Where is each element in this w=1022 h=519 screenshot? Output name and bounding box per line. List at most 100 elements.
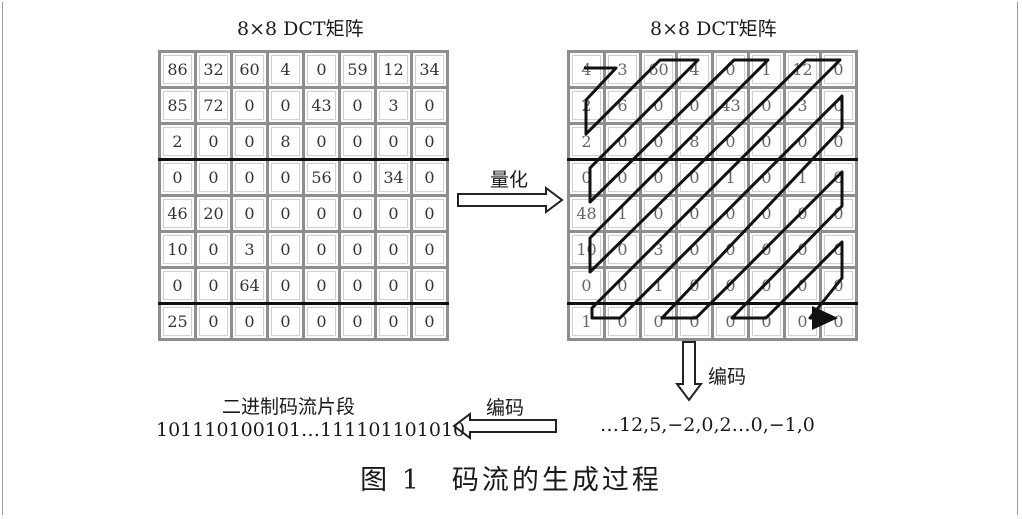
left-matrix-cell-value: 0 [235,127,264,156]
right-matrix-cell: 3 [783,86,822,125]
left-matrix-cell: 3 [374,86,413,125]
right-matrix-cell-value: 0 [788,127,817,156]
left-matrix-cell: 0 [338,122,377,161]
right-matrix-cell-value: 0 [608,307,637,336]
right-matrix-cell-value: 0 [752,271,781,300]
left-matrix-cell-value: 0 [271,199,300,228]
right-matrix-cell-value: 0 [788,235,817,264]
right-matrix-cell-value: 1 [572,307,601,336]
left-matrix-cell: 0 [338,230,377,269]
left-matrix-cell: 0 [266,86,305,125]
left-matrix-cell-value: 46 [163,199,192,228]
right-matrix-cell-value: 0 [752,163,781,192]
right-matrix-title: 8×8 DCT矩阵 [650,18,777,40]
left-matrix-cell: 0 [338,194,377,233]
right-matrix-cell-value: 0 [572,163,601,192]
left-matrix-cell: 0 [302,302,341,341]
left-matrix-cell: 0 [410,194,449,233]
left-matrix-cell-value: 34 [415,55,444,84]
right-matrix-cell-value: 0 [716,199,745,228]
left-matrix-cell: 0 [194,122,233,161]
right-matrix-cell-value: 0 [716,127,745,156]
left-matrix-cell: 0 [266,230,305,269]
left-matrix-cell-value: 0 [271,91,300,120]
left-matrix-cell: 0 [410,230,449,269]
right-matrix-cell: 1 [567,302,606,341]
right-matrix-cell: 48 [567,194,606,233]
encode-down-arrow [675,341,703,402]
left-matrix-cell-value: 8 [271,127,300,156]
left-matrix-cell: 34 [410,50,449,89]
right-matrix-cell: 0 [747,194,786,233]
left-matrix-cell: 0 [374,230,413,269]
left-matrix-cell: 0 [302,122,341,161]
left-matrix-cell: 32 [194,50,233,89]
right-matrix-cell: 0 [603,266,642,305]
right-matrix-cell: 0 [747,158,786,197]
right-matrix-cell: 0 [639,158,678,197]
right-matrix-cell: 60 [639,50,678,89]
left-matrix-cell: 85 [158,86,197,125]
left-matrix-cell-value: 0 [415,127,444,156]
left-matrix-cell-value: 86 [163,55,192,84]
left-matrix-cell-value: 0 [307,271,336,300]
left-matrix-cell-value: 0 [379,307,408,336]
left-matrix-cell-value: 0 [343,127,372,156]
right-matrix-cell: 0 [639,194,678,233]
right-matrix-cell: 0 [747,122,786,161]
left-matrix-cell: 0 [374,266,413,305]
right-matrix-cell: 8 [675,122,714,161]
left-matrix-cell: 43 [302,86,341,125]
left-matrix-title: 8×8 DCT矩阵 [237,18,364,40]
right-matrix-cell: 0 [639,86,678,125]
left-matrix-cell-value: 0 [343,91,372,120]
left-matrix-cell-value: 0 [379,235,408,264]
right-matrix-cell: 0 [567,158,606,197]
left-matrix-cell-value: 0 [235,199,264,228]
right-matrix-cell: 0 [783,230,822,269]
left-matrix-cell-value: 0 [379,199,408,228]
left-matrix-cell-value: 0 [415,199,444,228]
left-matrix-cell: 0 [410,302,449,341]
left-matrix-cell-value: 0 [415,163,444,192]
right-matrix-cell: 10 [567,230,606,269]
left-matrix-cell: 0 [374,122,413,161]
encode-down-label: 编码 [708,366,747,388]
left-matrix-cell-value: 0 [343,307,372,336]
left-matrix-cell: 0 [230,302,269,341]
right-matrix-cell-value: 0 [788,271,817,300]
left-matrix-cell: 0 [230,194,269,233]
right-matrix-cell-value: 0 [644,127,673,156]
left-matrix-cell-value: 3 [379,91,408,120]
left-matrix-cell: 56 [302,158,341,197]
left-matrix-cell: 0 [374,194,413,233]
left-matrix-cell-value: 0 [415,235,444,264]
left-matrix-cell: 0 [194,302,233,341]
left-matrix-cell-value: 12 [379,55,408,84]
right-matrix-cell-value: 0 [716,55,745,84]
left-matrix-cell: 0 [230,86,269,125]
left-matrix-cell: 59 [338,50,377,89]
right-matrix-cell: 0 [747,302,786,341]
right-matrix-cell: 0 [783,266,822,305]
left-matrix-cell: 34 [374,158,413,197]
left-matrix-cell: 72 [194,86,233,125]
left-matrix-cell-value: 0 [199,271,228,300]
left-matrix-cell-value: 0 [271,163,300,192]
left-matrix-cell-value: 0 [415,271,444,300]
left-matrix-cell: 0 [158,158,197,197]
left-matrix-cell-value: 60 [235,55,264,84]
right-matrix-cell: 1 [783,158,822,197]
left-matrix-cell-value: 0 [199,235,228,264]
left-matrix-cell: 4 [266,50,305,89]
left-matrix-cell: 0 [338,302,377,341]
quantize-label: 量化 [490,169,529,191]
zigzag-scan-path [584,58,844,320]
right-matrix-cell: 0 [711,230,750,269]
